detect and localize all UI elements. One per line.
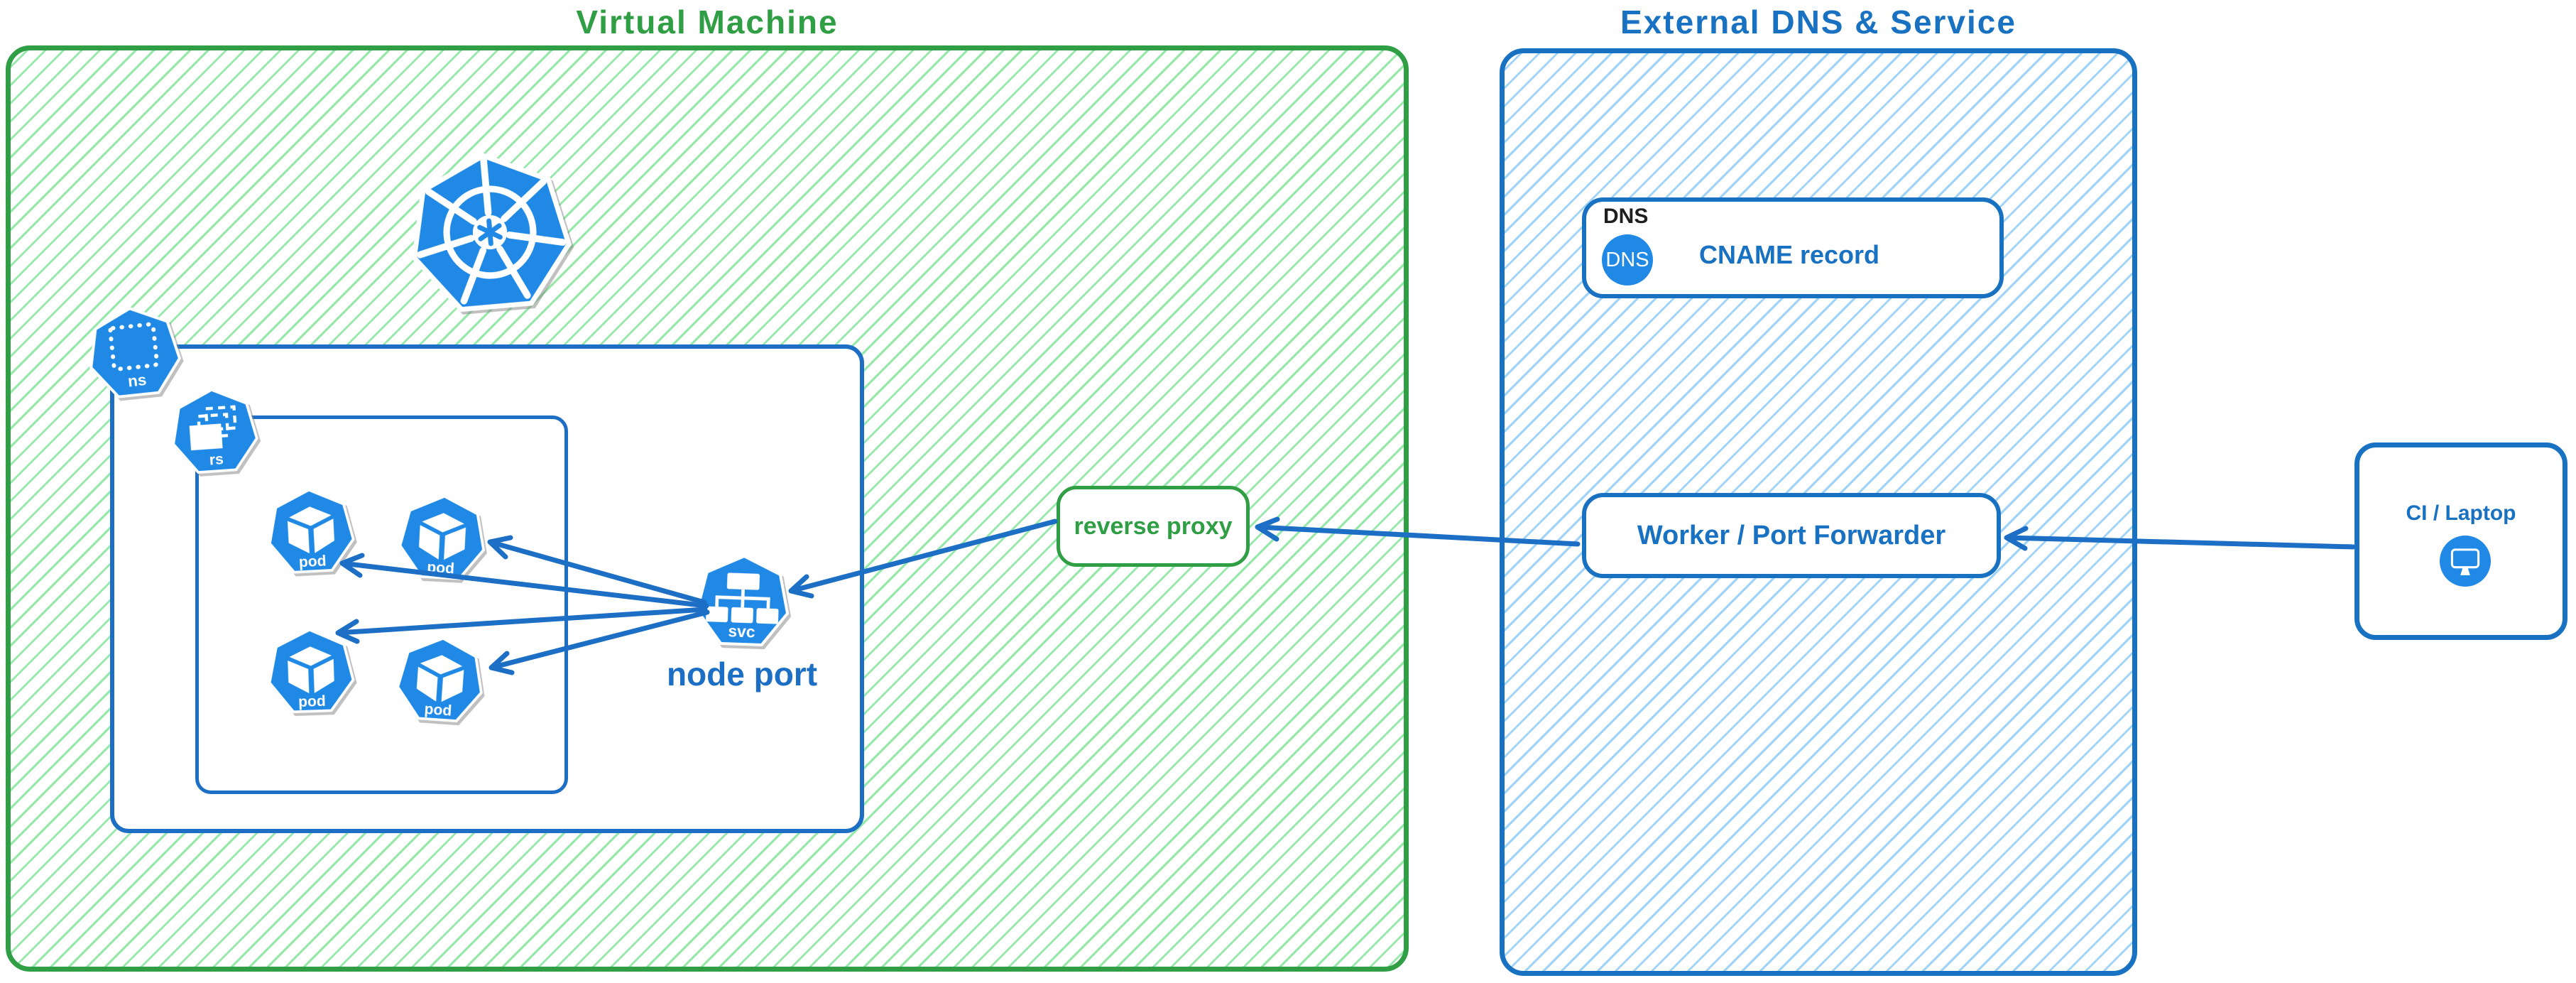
dns-icon: DNS [1602,234,1653,286]
worker-port-forwarder-box: Worker / Port Forwarder [1582,493,2001,578]
reverse-proxy-label: reverse proxy [1074,512,1233,540]
cname-record-label: CNAME record [1698,240,1880,269]
pod-icon: pod [397,492,488,582]
pod-icon-label: pod [298,693,326,710]
service-icon: svc [694,552,792,651]
kubernetes-logo-icon [401,143,578,320]
namespace-icon-label: ns [127,371,148,391]
replicaset-icon: rs [168,385,261,476]
dns-icon-text: DNS [1605,248,1649,271]
worker-port-forwarder-label: Worker / Port Forwarder [1637,520,1946,550]
monitor-icon [2440,536,2491,587]
ci-laptop-label: CI / Laptop [2406,501,2516,525]
external-dns-title: External DNS & Service [1620,4,2016,40]
pod-icon: pod [394,634,486,724]
monitor-glyph [2450,548,2480,575]
pod-icon: pod [266,626,356,715]
pod-icon-label: pod [424,701,452,719]
node-port-label: node port [666,656,818,693]
service-icon-label: svc [728,621,755,641]
pod-icon: pod [266,486,356,575]
vm-title: Virtual Machine [576,4,839,40]
namespace-icon: ns [84,302,185,401]
replicaset-icon-label: rs [209,451,224,468]
reverse-proxy-box: reverse proxy [1057,486,1250,567]
pod-icon-label: pod [427,560,455,577]
dns-record-box [1582,197,2004,298]
pod-icon-label: pod [298,553,327,571]
dns-tag-label: DNS [1603,205,1649,228]
